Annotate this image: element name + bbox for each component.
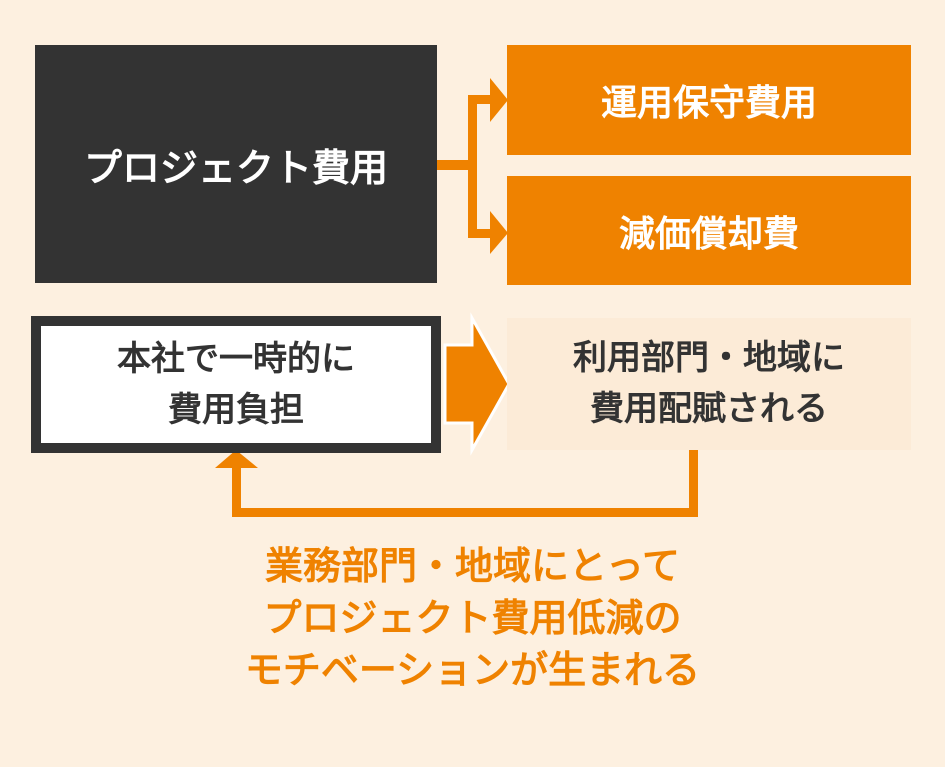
note-line2: プロジェクト費用低減の bbox=[263, 596, 682, 640]
arrowhead-icon bbox=[490, 211, 508, 254]
dept-line2: 費用配賦される bbox=[590, 389, 828, 429]
maintenance-cost-label: 運用保守費用 bbox=[600, 83, 817, 124]
feedback-arrow bbox=[215, 447, 698, 517]
big-right-arrow-icon bbox=[443, 312, 511, 456]
split-arrow bbox=[437, 78, 508, 254]
depreciation-label: 減価償却費 bbox=[618, 213, 799, 255]
motivation-note: 業務部門・地域にとって プロジェクト費用低減の モチベーションが生まれる bbox=[0, 540, 945, 696]
note-line3: モチベーションが生まれる bbox=[244, 648, 701, 692]
hq-line2: 費用負担 bbox=[168, 389, 304, 430]
hq-line1: 本社で一時的に bbox=[117, 338, 355, 379]
maintenance-cost-box: 運用保守費用 bbox=[507, 45, 911, 155]
dept-allocation-box: 利用部門・地域に 費用配賦される bbox=[507, 318, 911, 450]
hq-burden-box: 本社で一時的に 費用負担 bbox=[31, 316, 441, 453]
depreciation-box: 減価償却費 bbox=[507, 176, 911, 285]
arrowhead-up-icon bbox=[215, 450, 258, 468]
note-line1: 業務部門・地域にとって bbox=[265, 544, 680, 588]
arrowhead-icon bbox=[490, 78, 508, 122]
dept-line1: 利用部門・地域に bbox=[573, 338, 845, 378]
project-cost-label: プロジェクト費用 bbox=[83, 145, 388, 190]
project-cost-box: プロジェクト費用 bbox=[35, 45, 437, 283]
